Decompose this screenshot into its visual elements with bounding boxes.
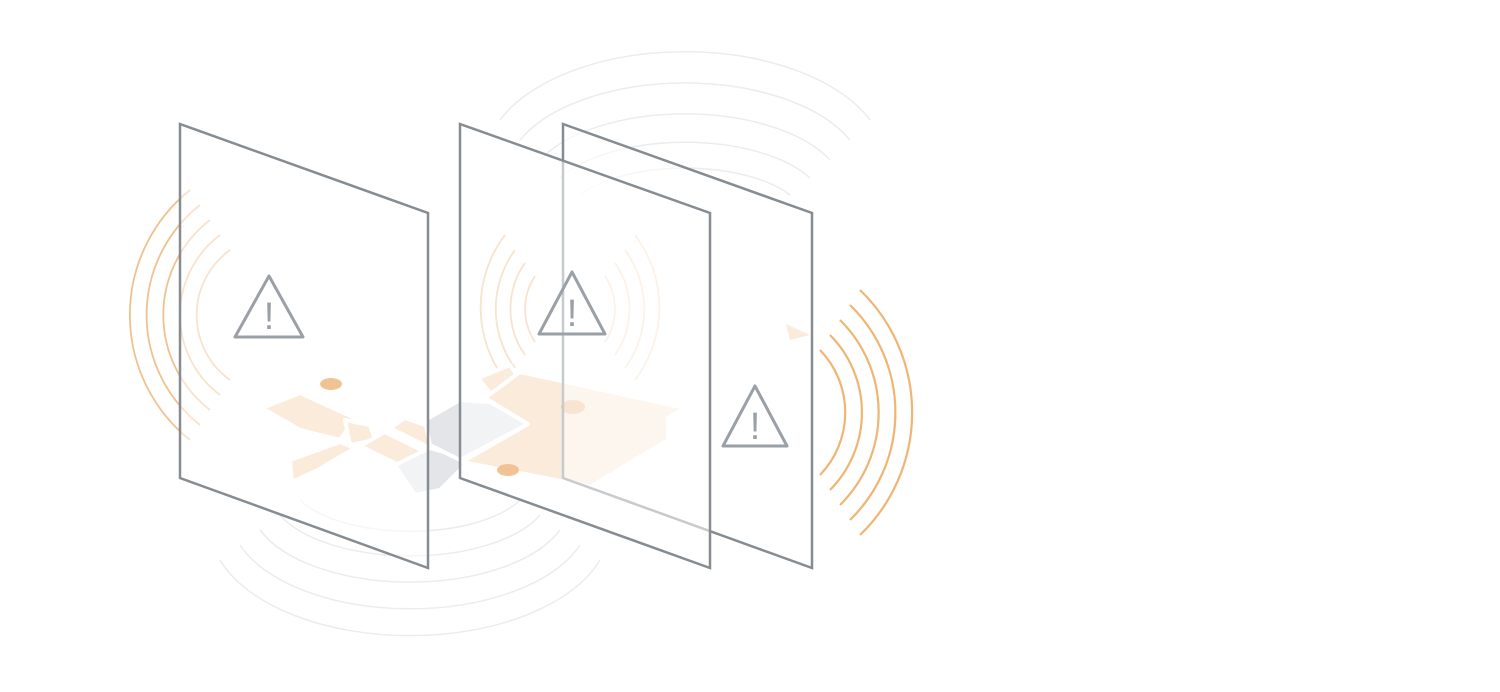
panel-middle: !	[458, 122, 712, 570]
panel-left: !	[178, 122, 430, 570]
signal-waves-right-icon	[819, 289, 914, 536]
warning-symbol: !	[750, 406, 761, 448]
warning-triangle-icon	[537, 270, 607, 336]
warning-symbol: !	[567, 293, 578, 335]
warning-triangle-icon	[721, 384, 789, 448]
warning-triangle-icon	[233, 274, 305, 339]
warning-symbol: !	[264, 296, 275, 338]
